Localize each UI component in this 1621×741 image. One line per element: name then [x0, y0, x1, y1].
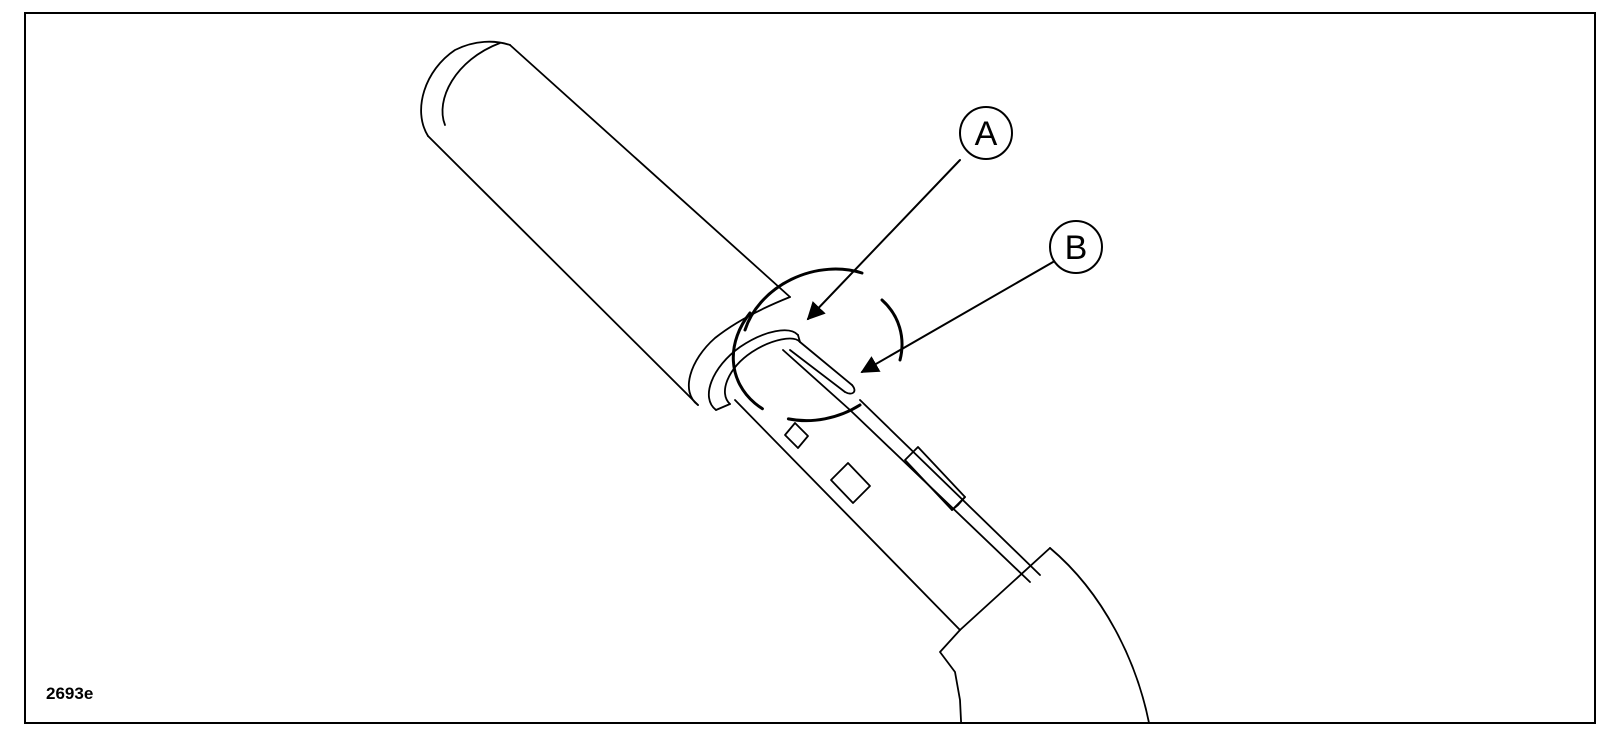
leader-line-a: [806, 159, 961, 321]
callout-a: A: [959, 106, 1013, 160]
detail-circle: [731, 267, 904, 423]
callout-b-letter: B: [1065, 229, 1088, 267]
wire-rod: [849, 399, 1041, 583]
sleeve-collar: [707, 329, 801, 411]
base-housing: [939, 547, 1150, 722]
inner-tube: [734, 341, 961, 631]
callout-a-letter: A: [975, 115, 998, 153]
callout-b: B: [1049, 220, 1103, 274]
figure-frame: [24, 12, 1596, 724]
outer-sleeve: [420, 40, 791, 406]
figure-id-label: 2693e: [46, 684, 94, 703]
leader-line-b: [860, 257, 1061, 373]
